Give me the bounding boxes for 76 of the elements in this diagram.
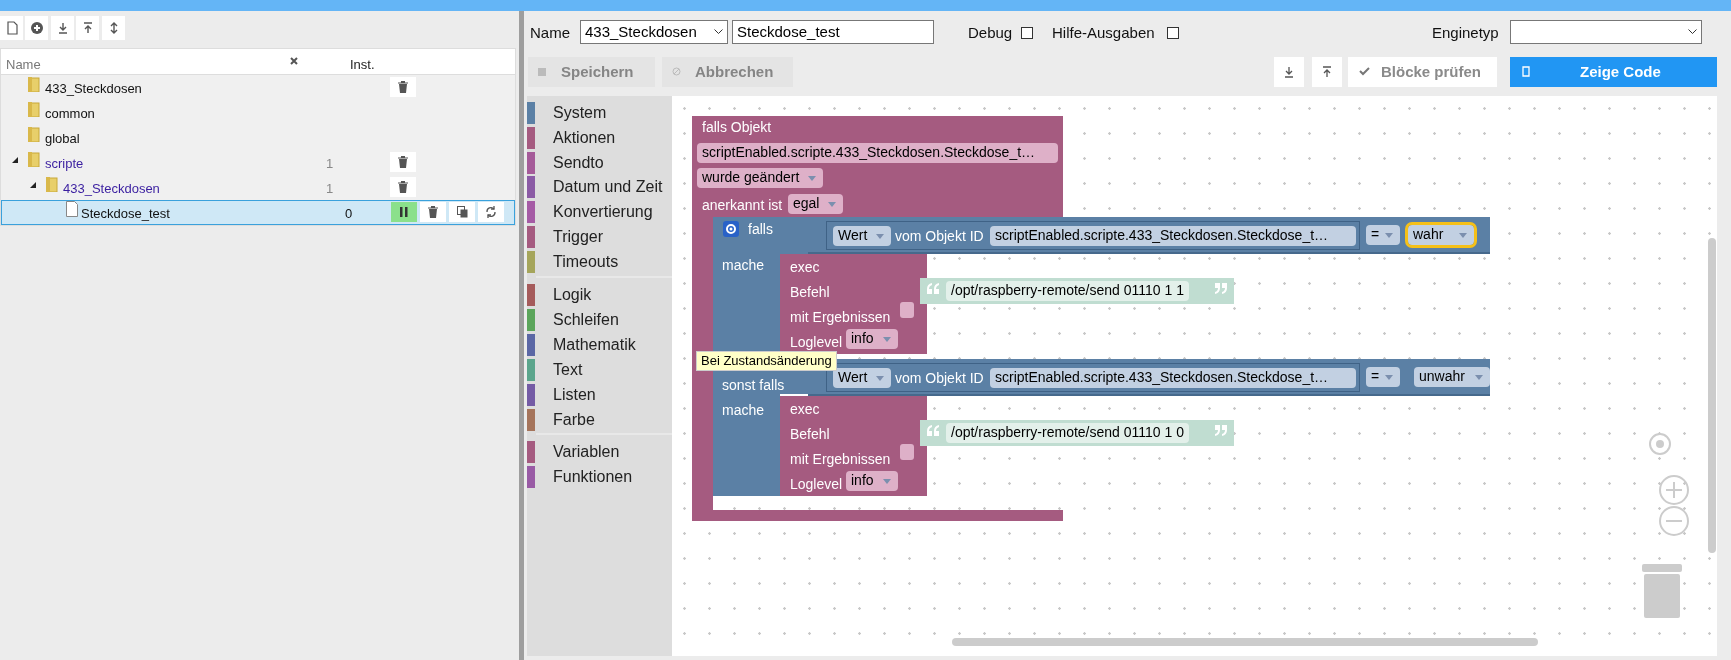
object-id-field: scriptEnabled.scripte.433_Steckdosen.Steckdose_t… [990, 226, 1356, 246]
category-label: System [553, 104, 607, 122]
instance-count: 0 [345, 205, 353, 222]
category-label: Schleifen [553, 311, 619, 329]
show-code-button: Zeige Code [1510, 57, 1717, 87]
cancel-button: Abbrechen [662, 57, 793, 87]
category-label: Funktionen [553, 468, 633, 486]
category-label: Variablen [553, 443, 620, 461]
dropdown-field: info [846, 329, 898, 349]
block-label: falls Objekt [702, 118, 772, 136]
dropdown-field: wahr [1408, 225, 1474, 245]
block-label: Loglevel [790, 333, 843, 351]
block-label: Loglevel [790, 475, 843, 493]
category-label: Listen [553, 386, 596, 404]
exec-block [780, 396, 927, 496]
exec-block [780, 254, 927, 354]
text-value: /opt/raspberry-remote/send 01110 1 1 [946, 281, 1189, 301]
category-label: Aktionen [553, 129, 616, 147]
save-button: Speichern [528, 57, 655, 87]
block-label: mit Ergebnissen [790, 308, 891, 326]
checkbox [900, 302, 914, 318]
dropdown-field: wurde geändert [697, 168, 823, 188]
tree-item-name: 433_Steckdosen [63, 180, 160, 197]
object-id-field: scriptEnabled.scripte.433_Steckdosen.Steckdose_t… [990, 368, 1356, 388]
text-block [920, 420, 1234, 446]
category-label: Logik [553, 286, 592, 304]
dropdown-field: info [846, 471, 898, 491]
block-label: Befehl [790, 283, 830, 301]
block-label: mache [722, 256, 765, 274]
tree-item-name: global [45, 130, 80, 147]
category-label: Konvertierung [553, 203, 653, 221]
category-label: Datum und Zeit [553, 178, 663, 196]
instance-count: 1 [326, 180, 334, 197]
tree-item-name: scripte [45, 155, 84, 172]
category-label: Farbe [553, 411, 595, 429]
tree-item-name: common [45, 105, 95, 122]
block-label: mit Ergebnissen [790, 450, 891, 468]
field-label: Debug [968, 24, 1013, 41]
block-label: vom Objekt ID [895, 227, 984, 245]
comparison-block [808, 217, 1490, 254]
script-name-input: Steckdose_test [732, 20, 934, 44]
category-label: Mathematik [553, 336, 636, 354]
dropdown-field: Wert [833, 368, 891, 388]
dropdown-field: egal [788, 194, 843, 214]
block-label: mache [722, 401, 765, 419]
block-label: sonst falls [722, 376, 785, 394]
category-label: Timeouts [553, 253, 619, 271]
tooltip: Bei Zustandsänderung [696, 351, 837, 371]
block-label: falls [748, 220, 773, 238]
field-label: Enginetyp [1432, 24, 1499, 41]
folder-select: 433_Steckdosen [580, 20, 728, 44]
block-label: anerkannt ist [702, 196, 783, 214]
category-label: Text [553, 361, 583, 379]
dropdown-field: Wert [833, 226, 891, 246]
instance-count: 1 [326, 155, 334, 172]
field-label: Hilfe-Ausgaben [1052, 24, 1155, 41]
block-label: Befehl [790, 425, 830, 443]
text-value: /opt/raspberry-remote/send 01110 1 0 [946, 423, 1189, 443]
category-label: Sendto [553, 154, 604, 172]
object-id-field: scriptEnabled.scripte.433_Steckdosen.Steckdose_t… [697, 143, 1058, 163]
block-label: vom Objekt ID [895, 369, 984, 387]
column-header: Inst. [350, 56, 375, 73]
tree-item-name: Steckdose_test [81, 205, 170, 222]
check-blocks-button: Blöcke prüfen [1348, 57, 1497, 87]
checkbox [900, 444, 914, 460]
tree-item-name: 433_Steckdosen [45, 80, 142, 97]
column-header: Name [6, 56, 41, 73]
category-label: Trigger [553, 228, 604, 246]
dropdown-field: = [1366, 225, 1400, 245]
text-block [920, 278, 1234, 304]
block-label: exec [790, 258, 820, 276]
get-value-block [826, 221, 1360, 250]
field-label: Name [530, 24, 570, 41]
dropdown-field: = [1366, 367, 1400, 387]
block-label: exec [790, 400, 820, 418]
dropdown-field: unwahr [1414, 367, 1490, 387]
